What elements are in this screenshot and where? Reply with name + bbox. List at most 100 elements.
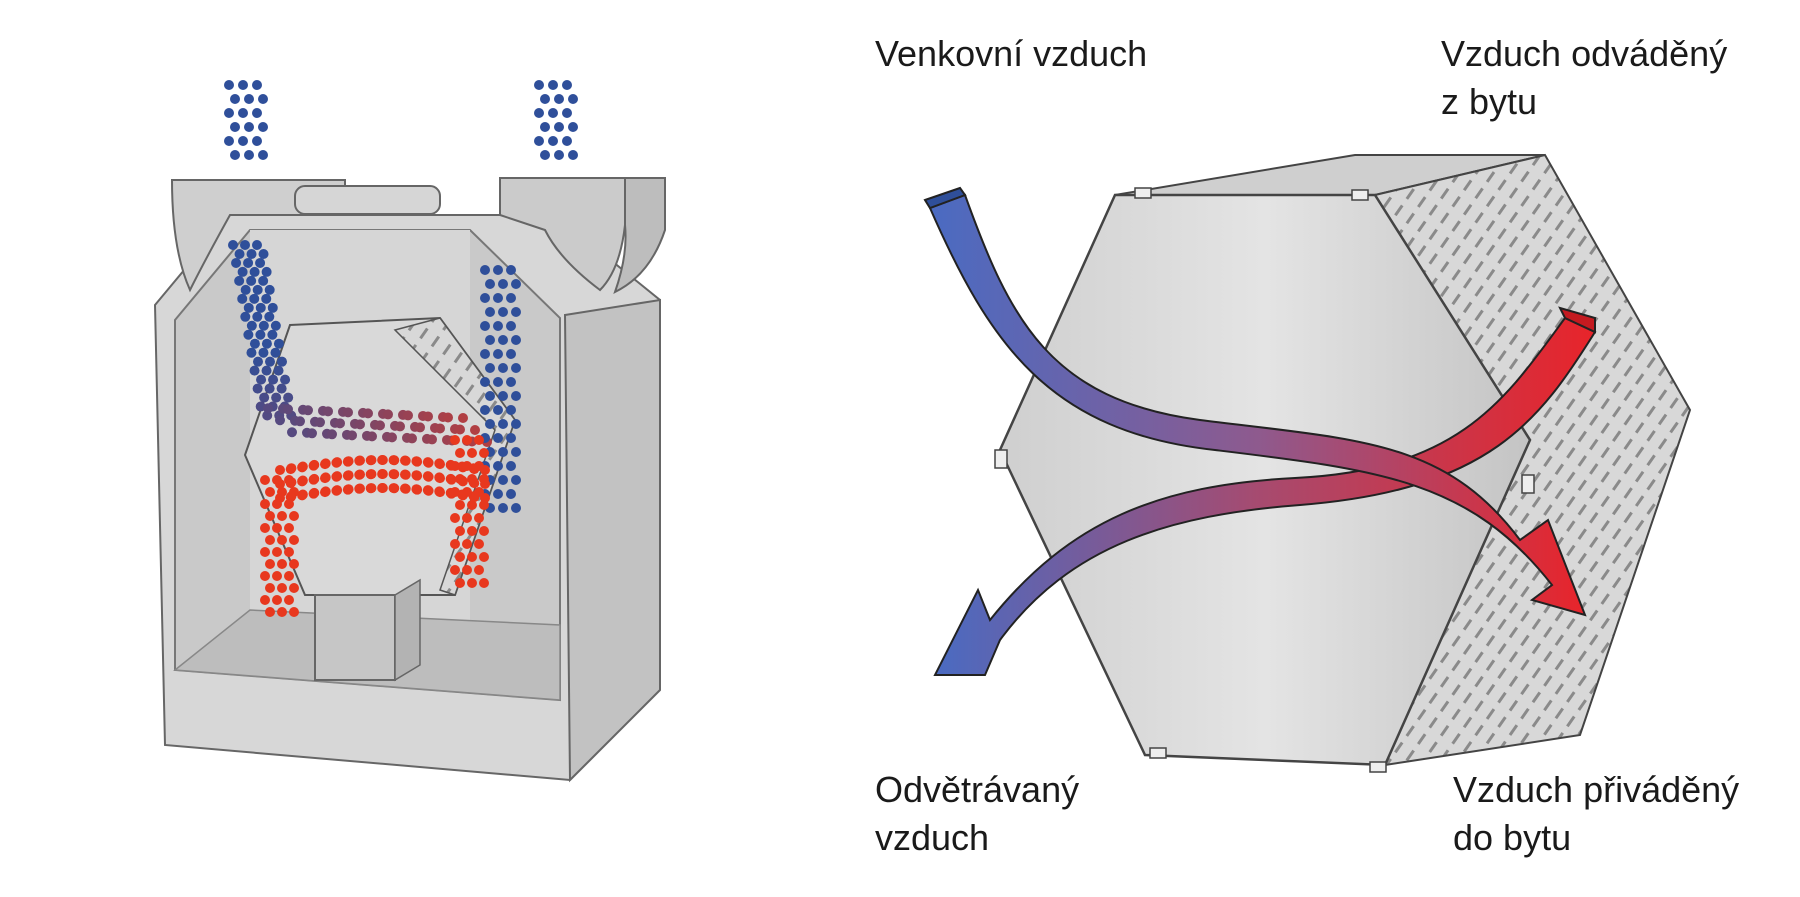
air-particle <box>375 420 385 431</box>
air-particle <box>355 419 365 430</box>
arrow-outdoor-to-supply <box>928 193 1587 617</box>
air-particle <box>455 552 465 562</box>
air-particle <box>450 565 460 575</box>
air-particle <box>264 383 275 394</box>
air-particle <box>343 407 353 418</box>
air-particle <box>231 257 242 268</box>
air-particle <box>280 374 291 385</box>
air-particle <box>455 500 465 510</box>
air-particle <box>479 474 489 484</box>
air-particle <box>265 583 275 593</box>
air-particle <box>343 484 354 495</box>
air-particle <box>261 338 272 349</box>
air-particle <box>265 356 275 367</box>
air-particle <box>412 470 423 481</box>
air-particle <box>273 338 284 349</box>
air-particle <box>277 356 287 367</box>
air-particle <box>366 483 377 494</box>
air-particle <box>479 552 489 562</box>
air-particle <box>234 248 245 259</box>
air-particle <box>474 487 484 497</box>
label-exhaust-air-line2: vzduch <box>875 817 990 858</box>
air-particle <box>474 513 484 523</box>
air-particle <box>286 463 297 474</box>
air-particle <box>427 434 437 445</box>
air-particle <box>277 535 287 545</box>
air-particle <box>273 365 284 376</box>
air-particle <box>389 483 400 494</box>
air-particle <box>272 571 282 581</box>
air-particle <box>275 415 285 426</box>
air-particle <box>511 307 521 317</box>
air-particle <box>289 559 299 569</box>
air-particle <box>479 448 489 458</box>
label-exhaust-air: Odvětrávaný vzduch <box>875 766 1079 862</box>
air-particle <box>498 279 508 289</box>
arrow-extract-to-exhaust-top <box>1558 306 1596 334</box>
air-particle <box>303 405 313 416</box>
air-particle <box>284 571 294 581</box>
air-particle <box>498 447 508 457</box>
air-particle <box>462 565 472 575</box>
air-particle <box>395 421 405 432</box>
air-particle <box>249 293 260 304</box>
air-particle <box>244 122 254 132</box>
air-particle <box>479 500 489 510</box>
air-particle <box>230 150 240 160</box>
air-particle <box>462 461 472 471</box>
air-particle <box>470 425 480 435</box>
air-particle <box>283 392 294 403</box>
air-particle <box>377 469 388 480</box>
air-particle <box>258 347 269 358</box>
air-particle <box>260 547 270 557</box>
clip-bottom-right <box>1369 761 1387 773</box>
air-particle <box>327 429 337 440</box>
air-particle <box>270 320 281 331</box>
air-particle <box>224 136 234 146</box>
air-particle <box>506 461 516 471</box>
label-supply-air-line1: Vzduch přiváděný <box>1453 769 1740 810</box>
air-particle <box>309 459 320 470</box>
air-particle <box>246 248 257 259</box>
air-particle <box>237 293 248 304</box>
air-particle <box>423 411 433 422</box>
air-particle <box>493 461 503 471</box>
air-particle <box>246 347 257 358</box>
air-particle <box>462 539 472 549</box>
air-particle <box>289 583 299 593</box>
air-particle <box>263 403 273 414</box>
air-particle <box>568 94 578 104</box>
air-particle <box>485 307 495 317</box>
air-particle <box>363 408 373 419</box>
air-particle <box>389 469 400 480</box>
air-particle <box>277 511 287 521</box>
air-particle <box>272 523 282 533</box>
air-particle <box>474 565 484 575</box>
air-particle <box>249 266 260 277</box>
air-particle <box>224 108 234 118</box>
label-extract-air-line2: z bytu <box>1441 81 1538 122</box>
air-particle <box>493 293 503 303</box>
air-particle <box>480 349 490 359</box>
air-particle <box>534 136 544 146</box>
air-particle <box>228 240 238 250</box>
air-particle <box>246 275 257 286</box>
air-particle <box>347 430 357 441</box>
air-particle <box>415 422 425 433</box>
air-particle <box>252 383 263 394</box>
clip-bottom-left <box>1149 747 1167 759</box>
air-particle <box>480 293 490 303</box>
air-particle <box>498 419 508 429</box>
air-particle <box>240 311 251 322</box>
air-particle <box>320 486 331 497</box>
air-particle <box>252 136 262 146</box>
air-particle <box>343 456 354 467</box>
air-particle <box>467 552 477 562</box>
air-particle <box>332 485 343 496</box>
air-particle <box>315 417 325 428</box>
air-particle <box>412 484 423 495</box>
air-particle <box>230 94 240 104</box>
air-particle <box>383 409 393 420</box>
air-particle <box>400 483 411 494</box>
air-particle <box>534 108 544 118</box>
